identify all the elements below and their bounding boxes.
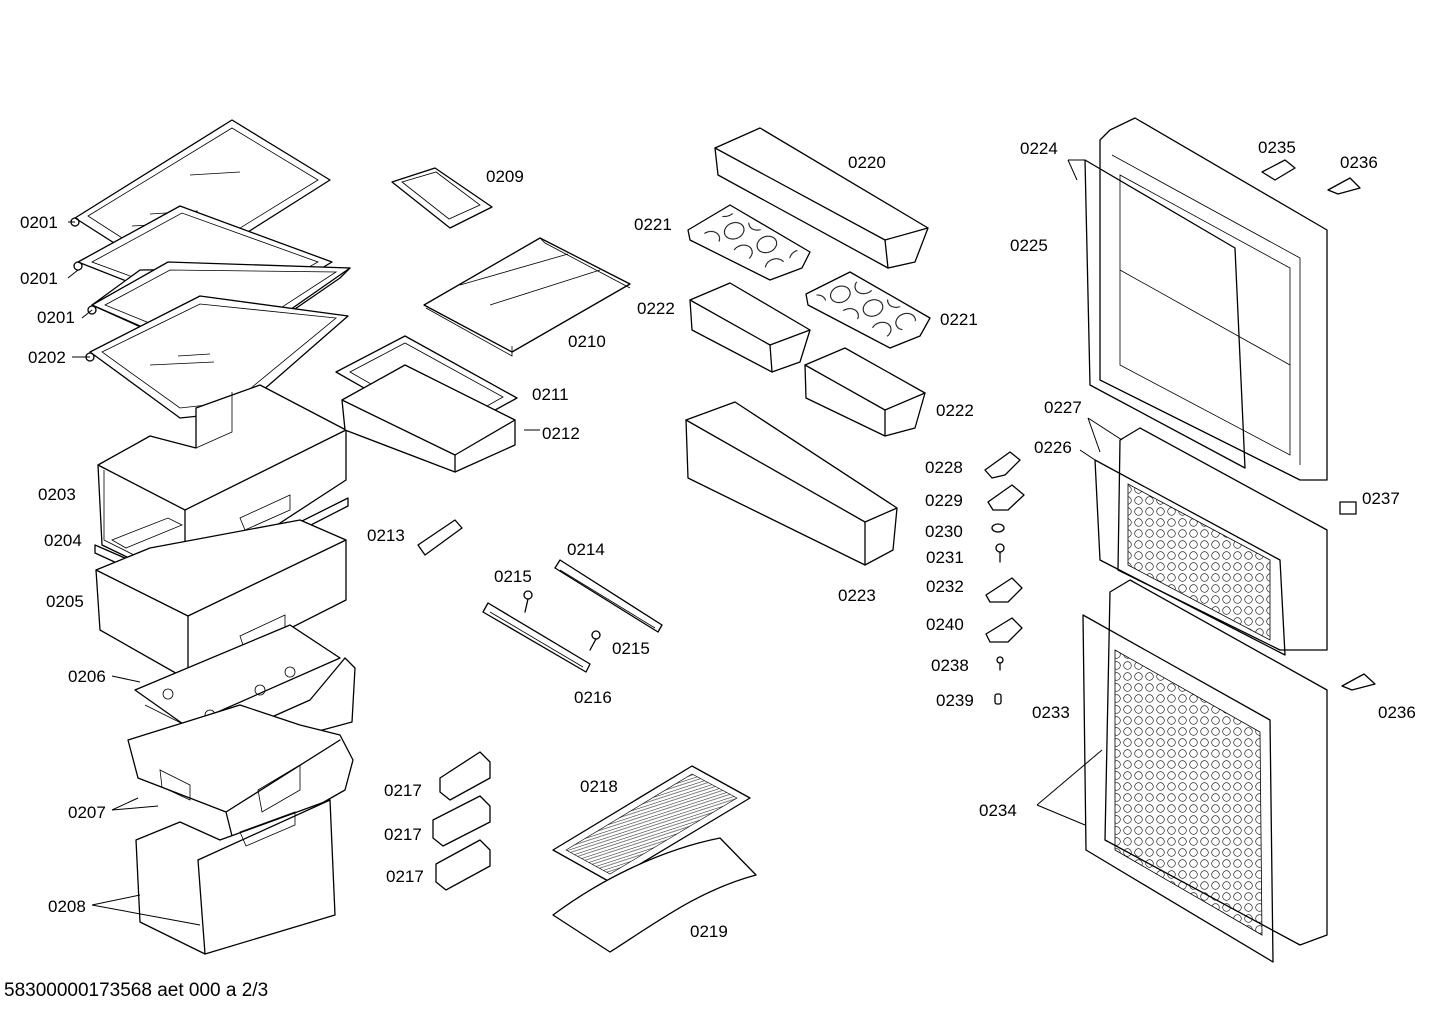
label-0215-a: 0215	[494, 567, 532, 586]
glass-shelf-bottom	[89, 295, 349, 419]
label-0227: 0227	[1044, 398, 1082, 417]
label-0215-b: 0215	[612, 639, 650, 658]
label-0201-b: 0201	[20, 269, 58, 288]
door-cap	[1261, 159, 1296, 181]
label-0217-a: 0217	[384, 781, 422, 800]
label-0216: 0216	[574, 688, 612, 707]
door-shelf-bottle	[685, 401, 898, 566]
hinge-plate-c	[985, 577, 1023, 603]
label-0221-b: 0221	[940, 310, 978, 329]
label-0205: 0205	[46, 592, 84, 611]
rail-lower	[482, 602, 591, 673]
cover-strip-2	[432, 795, 491, 847]
hinge-screw	[995, 543, 1005, 563]
hinge-plate-a	[984, 451, 1021, 479]
label-0222-a: 0222	[637, 299, 675, 318]
label-0228: 0228	[925, 458, 963, 477]
door-wedge-top	[1327, 177, 1361, 195]
cover-strip-1	[439, 751, 491, 801]
tray-basin	[341, 364, 516, 473]
clip-part	[417, 519, 463, 556]
label-0201-c: 0201	[37, 308, 75, 327]
label-0240: 0240	[926, 615, 964, 634]
label-0217-b: 0217	[384, 825, 422, 844]
door-stop	[1339, 501, 1357, 515]
label-0233: 0233	[1032, 703, 1070, 722]
label-0232: 0232	[926, 577, 964, 596]
door-shelf-top	[714, 127, 929, 269]
label-0211: 0211	[532, 385, 569, 404]
label-0234: 0234	[979, 801, 1017, 820]
insulation-sheet	[552, 837, 757, 953]
leader-lines	[67, 159, 1123, 926]
label-0203: 0203	[38, 485, 76, 504]
egg-tray-right	[805, 271, 931, 349]
vent-grille	[552, 765, 751, 883]
egg-tray-left	[687, 204, 811, 281]
label-0214: 0214	[567, 540, 605, 559]
hinge-plate-d	[985, 617, 1023, 643]
door-wedge-bottom	[1341, 673, 1376, 691]
drawer-lower	[95, 519, 347, 681]
label-0222-b: 0222	[936, 401, 974, 420]
label-0201-a: 0201	[20, 213, 58, 232]
label-0225: 0225	[1010, 236, 1048, 255]
label-0207: 0207	[68, 803, 106, 822]
cover-strip-3	[435, 839, 491, 891]
part-labels: 0201 0201 0201 0202 0203 0204 0205 0206 …	[20, 138, 1416, 941]
label-0223: 0223	[838, 586, 876, 605]
screw-lower	[589, 630, 601, 651]
door-shelf-small-right	[804, 347, 926, 437]
label-0209: 0209	[486, 167, 524, 186]
label-0210: 0210	[568, 332, 606, 351]
label-0226: 0226	[1034, 438, 1072, 457]
label-0230: 0230	[925, 522, 963, 541]
label-0236-b: 0236	[1378, 703, 1416, 722]
rail-upper	[554, 559, 663, 633]
label-0238: 0238	[931, 656, 969, 675]
hinge-bushing	[991, 523, 1005, 533]
small-pin	[994, 693, 1002, 705]
label-0224: 0224	[1020, 139, 1058, 158]
label-0220: 0220	[848, 153, 886, 172]
screw-upper	[523, 590, 533, 613]
door-shelf-small-left	[689, 282, 811, 373]
label-0213: 0213	[367, 526, 405, 545]
label-0239: 0239	[936, 691, 974, 710]
label-0206: 0206	[68, 667, 106, 686]
ice-tray	[391, 167, 493, 229]
label-0229: 0229	[925, 491, 963, 510]
label-0231: 0231	[926, 548, 964, 567]
label-0208: 0208	[48, 897, 86, 916]
label-0202: 0202	[28, 348, 66, 367]
label-0217-c: 0217	[386, 867, 424, 886]
label-0236-a: 0236	[1340, 153, 1378, 172]
label-0218: 0218	[580, 777, 618, 796]
fridge-door	[1084, 117, 1328, 481]
freezer-drawer-lower	[135, 799, 336, 955]
freezer-shelf	[423, 237, 631, 357]
small-screw	[996, 656, 1004, 671]
freezer-door	[1082, 579, 1328, 963]
label-0235: 0235	[1258, 138, 1296, 157]
label-0221-a: 0221	[634, 215, 672, 234]
middle-door	[1094, 427, 1328, 656]
hinge-plate-b	[987, 484, 1025, 511]
label-0237: 0237	[1362, 489, 1400, 508]
label-0204: 0204	[44, 531, 82, 550]
drawing-number: 58300000173568 aet 000 a 2/3	[4, 980, 269, 1001]
label-0212: 0212	[542, 424, 580, 443]
label-0219: 0219	[690, 922, 728, 941]
